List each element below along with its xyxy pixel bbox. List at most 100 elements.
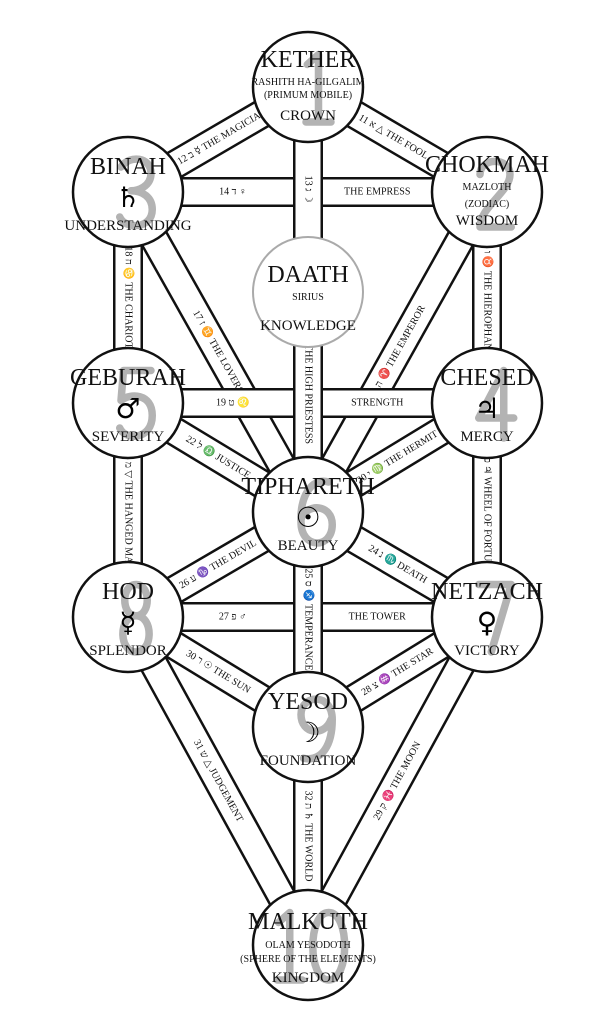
path-12: 12 ב ☿ THE MAGICIAN — [164, 99, 272, 180]
planet-symbol-icon: ☉ — [295, 501, 320, 534]
path-label: 19 ט ♌ — [216, 396, 250, 409]
sephirah-netzach: NETZACH♀VICTORY — [430, 560, 544, 674]
path-band-fill — [142, 230, 294, 474]
path-label: 25 ס ♐ TEMPERANCE — [303, 568, 316, 670]
planet-symbol-icon: ☿ — [119, 606, 136, 639]
path-label: 32 ת ♄ THE WORLD — [303, 791, 314, 882]
sephirah-name: CHESED — [440, 365, 533, 391]
sephirah-tiphareth: TIPHARETH☉ BEAUTY — [241, 455, 375, 569]
sephirah-subtitle: MAZLOTH — [463, 182, 512, 193]
sephirah-number-watermark — [273, 908, 349, 984]
sephirah-circle — [251, 30, 365, 144]
sephirah-circle — [252, 236, 364, 348]
path-25: 25 ס ♐ TEMPERANCE — [293, 563, 323, 676]
sephirah-name: GEBURAH — [70, 365, 186, 391]
planet-symbol-icon: ♂ — [115, 392, 140, 425]
sephirah-hod: HOD☿ SPLENDOR — [71, 560, 185, 674]
sephirah-number-watermark — [475, 366, 518, 442]
sephirah-number-watermark — [297, 695, 336, 763]
sephirah-title: KNOWLEDGE — [260, 318, 356, 334]
path-label: THE HIGH PRIESTESS — [303, 344, 314, 444]
sephirah-name: YESOD — [268, 689, 348, 715]
sephirah-name: HOD — [102, 579, 154, 605]
path-label: 23 מ ▽ THE HANGED MAN — [123, 449, 134, 570]
sephirah-number-watermark — [116, 155, 156, 230]
number-digit-shape — [116, 366, 156, 440]
sephirah-circle — [71, 346, 185, 460]
sephirah-title: SEVERITY — [92, 429, 165, 445]
path-16: 16 ו ♉ THE HIEROPHANT — [472, 238, 502, 357]
sephirah-subtitle: SIRIUS — [292, 292, 324, 303]
path-band-fill — [165, 101, 271, 178]
planet-symbol-icon: ♄ — [115, 181, 140, 214]
planet-symbol-icon: ♃ — [474, 392, 499, 425]
sephirah-name: DAATH — [267, 262, 348, 288]
sephirah-name: MALKUTH — [248, 909, 368, 935]
sephirah-title: CROWN — [280, 108, 336, 124]
path-band-fill — [165, 526, 271, 603]
sephirah-title: BEAUTY — [278, 538, 339, 554]
path-band-fill — [164, 632, 272, 712]
path-label: THE EMPRESS — [344, 187, 410, 198]
sephirah-title: UNDERSTANDING — [64, 218, 191, 234]
sephirah-geburah: GEBURAH♂ SEVERITY — [70, 346, 186, 460]
path-18: 18 ח ♋ THE CHARIOT — [113, 243, 143, 352]
sephirah-name: KETHER — [261, 47, 356, 73]
sephirah-title: VICTORY — [454, 643, 520, 659]
number-digit-shape — [475, 366, 518, 442]
sephirah-chesed: CHESED♃MERCY — [430, 346, 544, 460]
number-digit-shape — [476, 157, 515, 231]
sephiroth-layer: KETHER RASHITH HA-GILGALIM (PRIMUM MOBILE)… — [64, 30, 549, 1002]
planet-symbol-icon: ☽ — [295, 716, 320, 749]
sephirah-subtitle: OLAM YESODOTH — [265, 940, 350, 951]
path-21: 21 כ ♃ WHEEL OF FORTUNE — [472, 445, 502, 575]
sephirah-name: BINAH — [90, 154, 166, 180]
sephirah-circle — [430, 560, 544, 674]
path-band-fill — [321, 655, 474, 907]
sephirah-subtitle: RASHITH HA-GILGALIM — [251, 77, 364, 88]
number-digit-shape — [297, 695, 336, 763]
sephirah-subtitle: (ZODIAC) — [465, 199, 509, 210]
path-label: THE TOWER — [349, 612, 406, 623]
sephirah-binah: BINAH♄ UNDERSTANDING — [64, 135, 192, 249]
sephirah-subtitle: (SPHERE OF THE ELEMENTS) — [240, 954, 376, 965]
path-32: 32 ת ♄ THE WORLD — [293, 778, 323, 894]
sephirah-number-watermark — [297, 477, 336, 547]
path-label: 18 ח ♋ THE CHARIOT — [123, 246, 136, 348]
sephirah-name: CHOKMAH — [425, 152, 549, 178]
path-band-fill — [345, 418, 450, 497]
number-digit-shape — [116, 155, 156, 230]
sephirah-malkuth: MALKUTH OLAM YESODOTH (SPHERE OF THE ELEME… — [240, 888, 376, 1002]
number-digit-shape — [309, 908, 349, 984]
path-label: 21 כ ♃ WHEEL OF FORTUNE — [482, 445, 493, 574]
number-digit-shape — [273, 908, 306, 984]
sephirah-yesod: YESOD☽ FOUNDATION — [251, 670, 365, 784]
path-band-fill — [345, 527, 450, 602]
number-digit-shape — [119, 580, 153, 656]
sephirah-title: SPLENDOR — [89, 643, 167, 659]
sephirah-title: FOUNDATION — [260, 753, 357, 769]
path-label: 13 ג ☽ — [303, 176, 314, 203]
planet-symbol-icon: ♀ — [477, 606, 498, 639]
sephirah-number-watermark — [475, 580, 515, 656]
path-24: 24 נ ♏ DEATH — [344, 524, 451, 605]
sephirah-title: KINGDOM — [272, 970, 345, 986]
path-band-fill — [344, 633, 451, 711]
sephirah-number-watermark — [476, 157, 515, 231]
number-digit-shape — [475, 580, 515, 656]
number-digit-shape — [302, 50, 335, 126]
path-band-fill — [165, 418, 271, 497]
path-band-fill — [345, 102, 450, 177]
sephirah-name: TIPHARETH — [241, 474, 374, 500]
path-26: 26 ע ♑ THE DEVIL — [164, 524, 272, 605]
path-label: 27 פ ♂ — [219, 612, 247, 623]
path-label: STRENGTH — [351, 398, 403, 409]
path-label: 12 ב ☿ THE MAGICIAN — [176, 107, 269, 168]
path-label: 14 ד ♀ — [219, 187, 246, 198]
sephirah-number-watermark — [116, 366, 156, 440]
path-band-fill — [141, 655, 295, 907]
sephirah-subtitle: (PRIMUM MOBILE) — [264, 90, 352, 101]
